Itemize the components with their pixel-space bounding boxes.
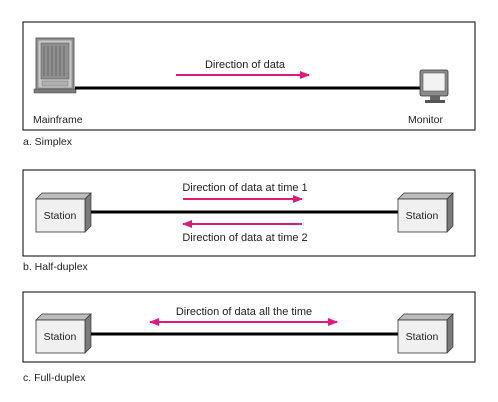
simplex-panel: Direction of data Mainframe Monitor (22, 21, 476, 131)
full-duplex-panel: Station Station Direction of data all th… (22, 291, 476, 363)
half-duplex-panel: Station Station Direction of data at tim… (22, 169, 476, 257)
full-duplex-arrow-label: Direction of data all the time (176, 306, 312, 318)
station-label-left-c: Station (44, 331, 77, 343)
station-label-left-b: Station (44, 210, 77, 222)
station-label-right-c: Station (406, 331, 439, 343)
station-icon-left-c (35, 313, 92, 354)
mainframe-label: Mainframe (33, 114, 83, 126)
station-icon-left-b (35, 192, 92, 233)
half-duplex-arrow-label-top: Direction of data at time 1 (182, 182, 307, 194)
half-duplex-arrow-label-bottom: Direction of data at time 2 (182, 232, 307, 244)
simplex-frame (22, 21, 476, 131)
mainframe-icon (33, 37, 77, 94)
half-duplex-caption: b. Half-duplex (23, 261, 89, 273)
station-label-right-b: Station (406, 210, 439, 222)
station-icon-right-c (397, 313, 454, 354)
simplex-arrow-label: Direction of data (205, 59, 286, 71)
simplex-caption: a. Simplex (23, 136, 73, 148)
monitor-label: Monitor (408, 114, 444, 126)
full-duplex-frame (22, 291, 476, 363)
half-duplex-frame (22, 169, 476, 257)
monitor-icon (419, 69, 449, 103)
station-icon-right-b (397, 192, 454, 233)
full-duplex-caption: c. Full-duplex (23, 372, 86, 384)
